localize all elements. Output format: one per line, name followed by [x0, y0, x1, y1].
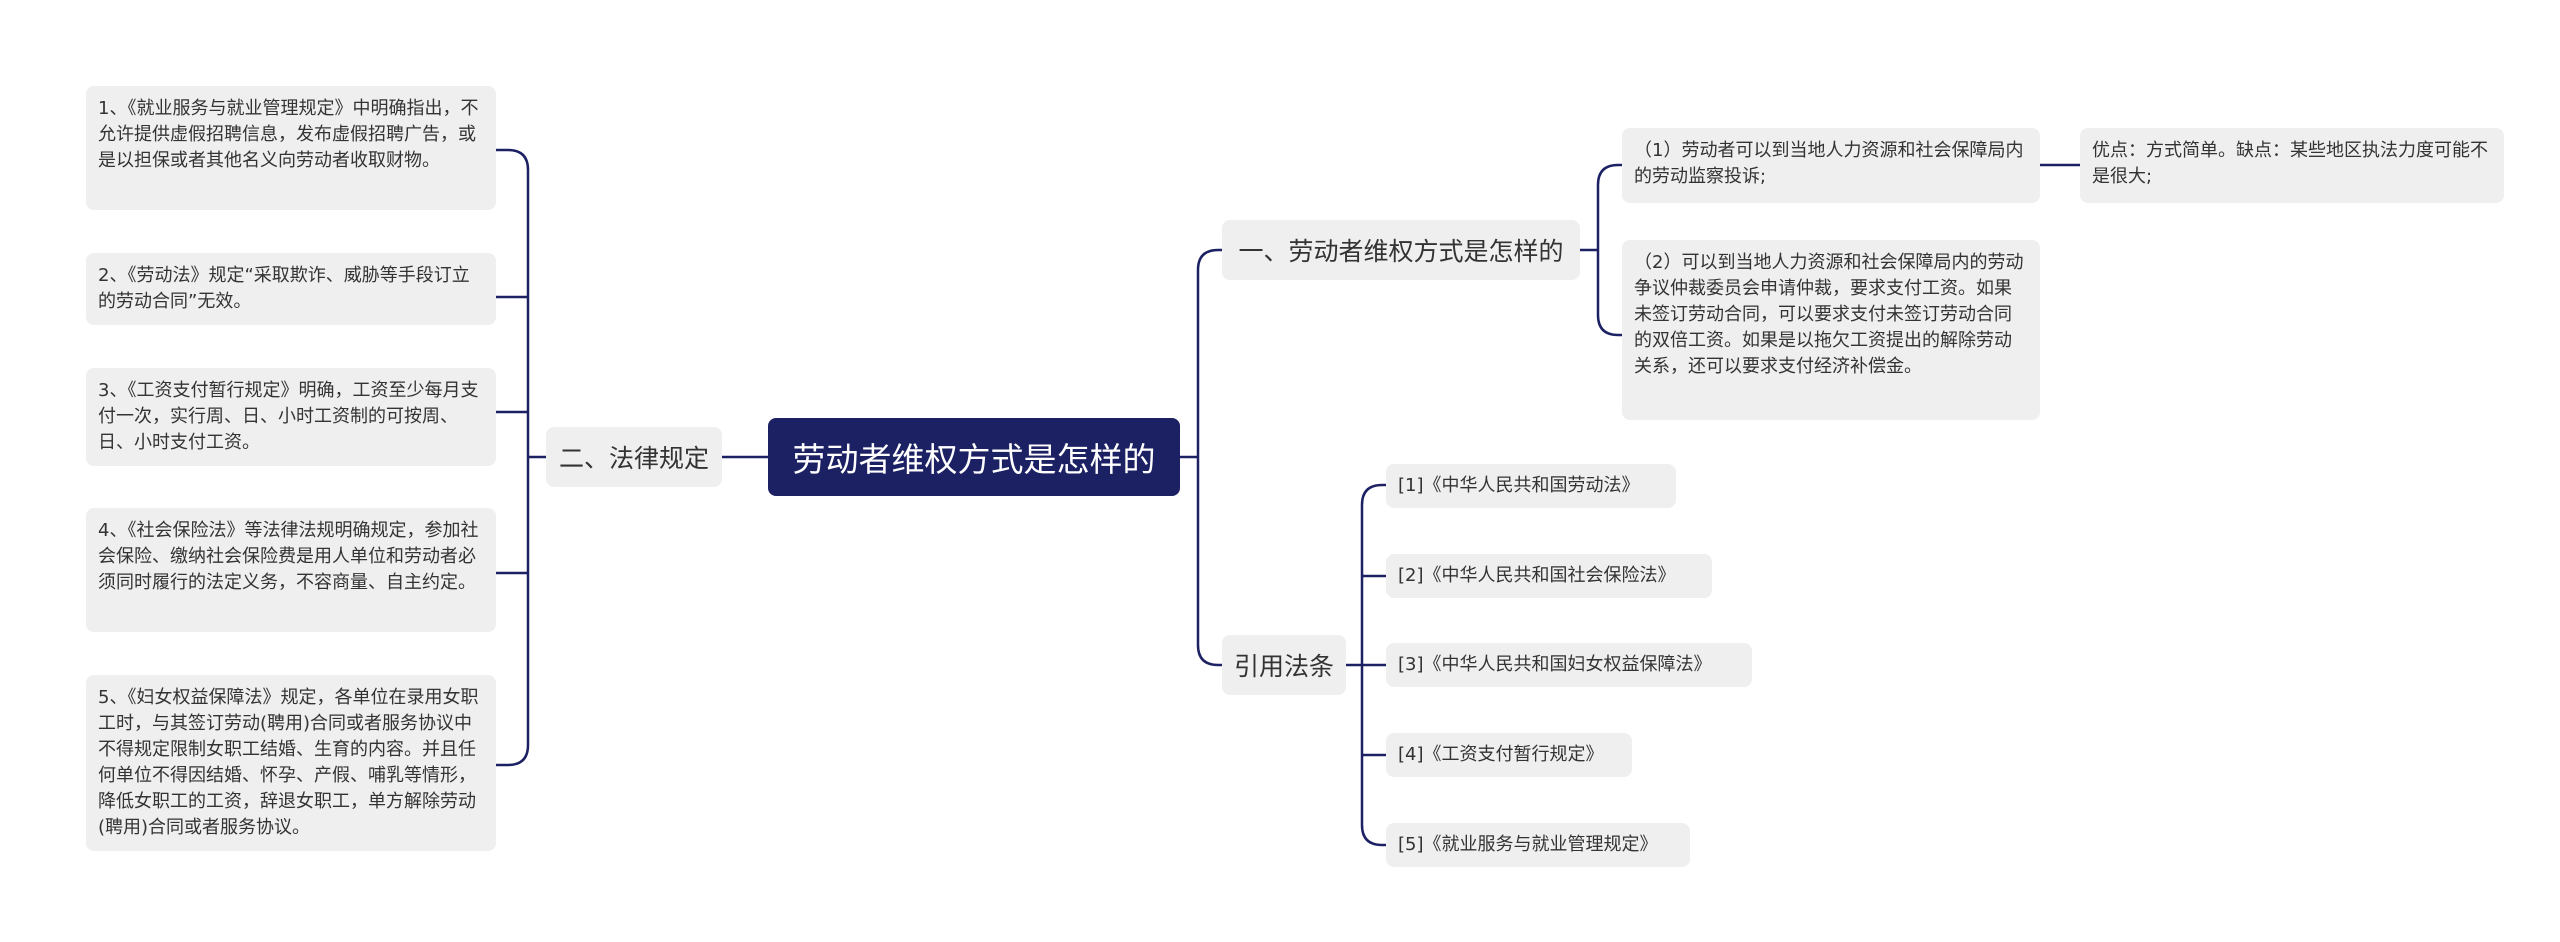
ref-item-4[interactable]: [4]《工资支付暂行规定》	[1386, 733, 1632, 777]
method-item-1-note[interactable]: 优点：方式简单。缺点：某些地区执法力度可能不是很大;	[2080, 128, 2504, 203]
law-item-4[interactable]: 4、《社会保险法》等法律法规明确规定，参加社会保险、缴纳社会保险费是用人单位和劳…	[86, 508, 496, 632]
ref-item-2[interactable]: [2]《中华人民共和国社会保险法》	[1386, 554, 1712, 598]
law-item-3-text: 3、《工资支付暂行规定》明确，工资至少每月支付一次，实行周、日、小时工资制的可按…	[98, 380, 479, 453]
law-item-5-text: 5、《妇女权益保障法》规定，各单位在录用女职工时，与其签订劳动(聘用)合同或者服…	[98, 687, 479, 838]
law-item-1-text: 1、《就业服务与就业管理规定》中明确指出，不允许提供虚假招聘信息，发布虚假招聘广…	[98, 98, 479, 171]
branch-methods[interactable]: 一、劳动者维权方式是怎样的	[1222, 220, 1580, 280]
method-item-1[interactable]: （1）劳动者可以到当地人力资源和社会保障局内的劳动监察投诉;	[1622, 128, 2040, 203]
ref-item-1[interactable]: [1]《中华人民共和国劳动法》	[1386, 464, 1676, 508]
ref-item-3-text: [3]《中华人民共和国妇女权益保障法》	[1398, 654, 1712, 675]
method-item-1-text: （1）劳动者可以到当地人力资源和社会保障局内的劳动监察投诉;	[1634, 140, 2024, 187]
branch-refs-label: 引用法条	[1233, 652, 1334, 681]
ref-item-5[interactable]: [5]《就业服务与就业管理规定》	[1386, 823, 1690, 867]
method-item-2-text: （2）可以到当地人力资源和社会保障局内的劳动争议仲裁委员会申请仲裁，要求支付工资…	[1634, 252, 2024, 377]
branch-refs[interactable]: 引用法条	[1222, 635, 1346, 695]
law-item-2-text: 2、《劳动法》规定“采取欺诈、威胁等手段订立的劳动合同”无效。	[98, 265, 470, 312]
root-title: 劳动者维权方式是怎样的	[792, 440, 1156, 479]
law-item-5[interactable]: 5、《妇女权益保障法》规定，各单位在录用女职工时，与其签订劳动(聘用)合同或者服…	[86, 675, 496, 851]
law-item-3[interactable]: 3、《工资支付暂行规定》明确，工资至少每月支付一次，实行周、日、小时工资制的可按…	[86, 368, 496, 466]
branch-laws-label: 二、法律规定	[558, 444, 709, 473]
branch-laws[interactable]: 二、法律规定	[546, 427, 722, 487]
ref-item-2-text: [2]《中华人民共和国社会保险法》	[1398, 565, 1676, 586]
root-node[interactable]: 劳动者维权方式是怎样的	[768, 418, 1180, 496]
law-item-4-text: 4、《社会保险法》等法律法规明确规定，参加社会保险、缴纳社会保险费是用人单位和劳…	[98, 520, 479, 593]
law-item-1[interactable]: 1、《就业服务与就业管理规定》中明确指出，不允许提供虚假招聘信息，发布虚假招聘广…	[86, 86, 496, 210]
ref-item-3[interactable]: [3]《中华人民共和国妇女权益保障法》	[1386, 643, 1752, 687]
ref-item-5-text: [5]《就业服务与就业管理规定》	[1398, 834, 1658, 855]
method-item-2[interactable]: （2）可以到当地人力资源和社会保障局内的劳动争议仲裁委员会申请仲裁，要求支付工资…	[1622, 240, 2040, 420]
ref-item-1-text: [1]《中华人民共和国劳动法》	[1398, 475, 1640, 496]
ref-item-4-text: [4]《工资支付暂行规定》	[1398, 744, 1604, 765]
method-item-1-note-text: 优点：方式简单。缺点：某些地区执法力度可能不是很大;	[2092, 140, 2488, 187]
branch-methods-label: 一、劳动者维权方式是怎样的	[1238, 237, 1564, 266]
law-item-2[interactable]: 2、《劳动法》规定“采取欺诈、威胁等手段订立的劳动合同”无效。	[86, 253, 496, 325]
